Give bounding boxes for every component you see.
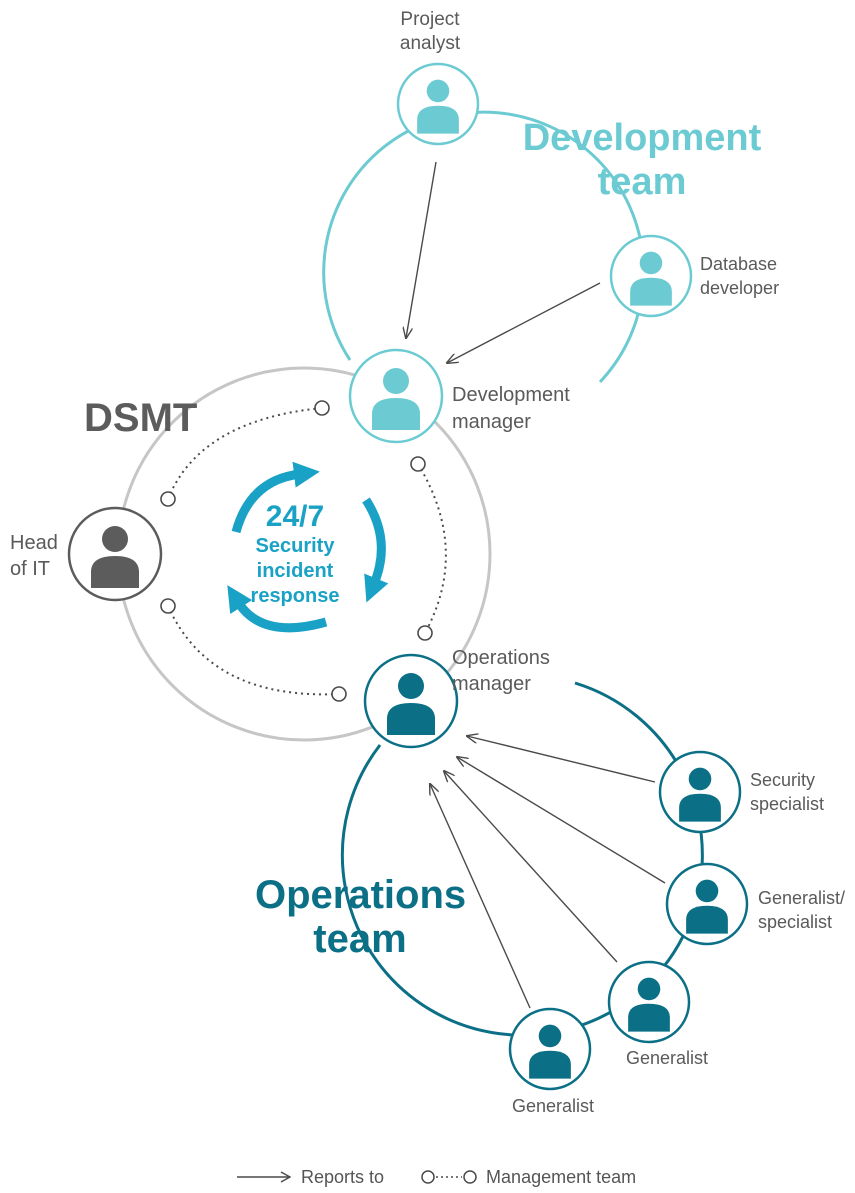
reports-to-arrow	[430, 784, 531, 1009]
role-nodes	[67, 62, 749, 1091]
management-links	[160, 400, 447, 702]
reports-to-arrow	[406, 161, 437, 338]
label-generalist-2: Generalist	[512, 1096, 595, 1116]
management-link-end	[410, 456, 426, 472]
management-link-end	[314, 400, 330, 416]
legend-reports-to-label: Reports to	[301, 1166, 385, 1187]
legend-management-team: Management team	[420, 1167, 636, 1188]
role-node-generalist-1	[607, 960, 691, 1044]
person-icon	[387, 673, 435, 735]
management-link-end	[160, 491, 176, 507]
operations-team-title: Operations team	[255, 873, 467, 961]
cycle-label: 24/7 Security incident response	[250, 500, 340, 607]
management-link	[167, 605, 340, 696]
person-icon	[628, 977, 670, 1032]
person-icon	[630, 251, 672, 306]
reports-to-arrow	[444, 771, 618, 963]
role-node-security-specialist	[658, 750, 742, 834]
management-link-end	[417, 625, 433, 641]
role-node-generalist-2	[508, 1007, 592, 1091]
role-node-generalist-specialist	[665, 862, 749, 946]
reports-to-links	[406, 161, 666, 1009]
role-node-operations-manager	[363, 653, 459, 749]
dsmt-title: DSMT	[84, 396, 198, 440]
management-link-end	[331, 686, 347, 702]
person-icon	[417, 79, 459, 134]
person-icon	[679, 767, 721, 822]
person-icon	[529, 1024, 571, 1079]
cycle-arrows	[227, 461, 389, 633]
reports-to-arrow	[467, 736, 656, 783]
reports-to-arrow	[457, 757, 666, 884]
cycle-arrow	[227, 585, 328, 633]
dotted-link-icon	[421, 1170, 477, 1184]
person-icon	[372, 368, 420, 430]
person-icon	[91, 526, 139, 588]
label-generalist-specialist: Generalist/specialist	[758, 888, 846, 932]
legend: Reports to Management team	[235, 1164, 672, 1190]
person-icon	[686, 879, 728, 934]
cycle-arrow	[362, 497, 389, 603]
cycle-arrow	[231, 461, 320, 534]
role-node-database-developer	[609, 234, 693, 318]
development-team-title: Development team	[522, 117, 762, 203]
management-link-end	[160, 598, 176, 614]
management-link	[167, 407, 323, 500]
arrow-icon	[237, 1171, 292, 1183]
legend-management-team-label: Management team	[486, 1166, 637, 1187]
label-generalist-1: Generalist	[626, 1048, 709, 1068]
legend-reports-to: Reports to	[235, 1167, 384, 1188]
management-link	[417, 463, 447, 634]
role-node-development-manager	[348, 348, 444, 444]
reports-to-arrow	[447, 282, 601, 363]
role-node-head-of-it	[67, 506, 163, 602]
role-node-project-analyst	[396, 62, 480, 146]
